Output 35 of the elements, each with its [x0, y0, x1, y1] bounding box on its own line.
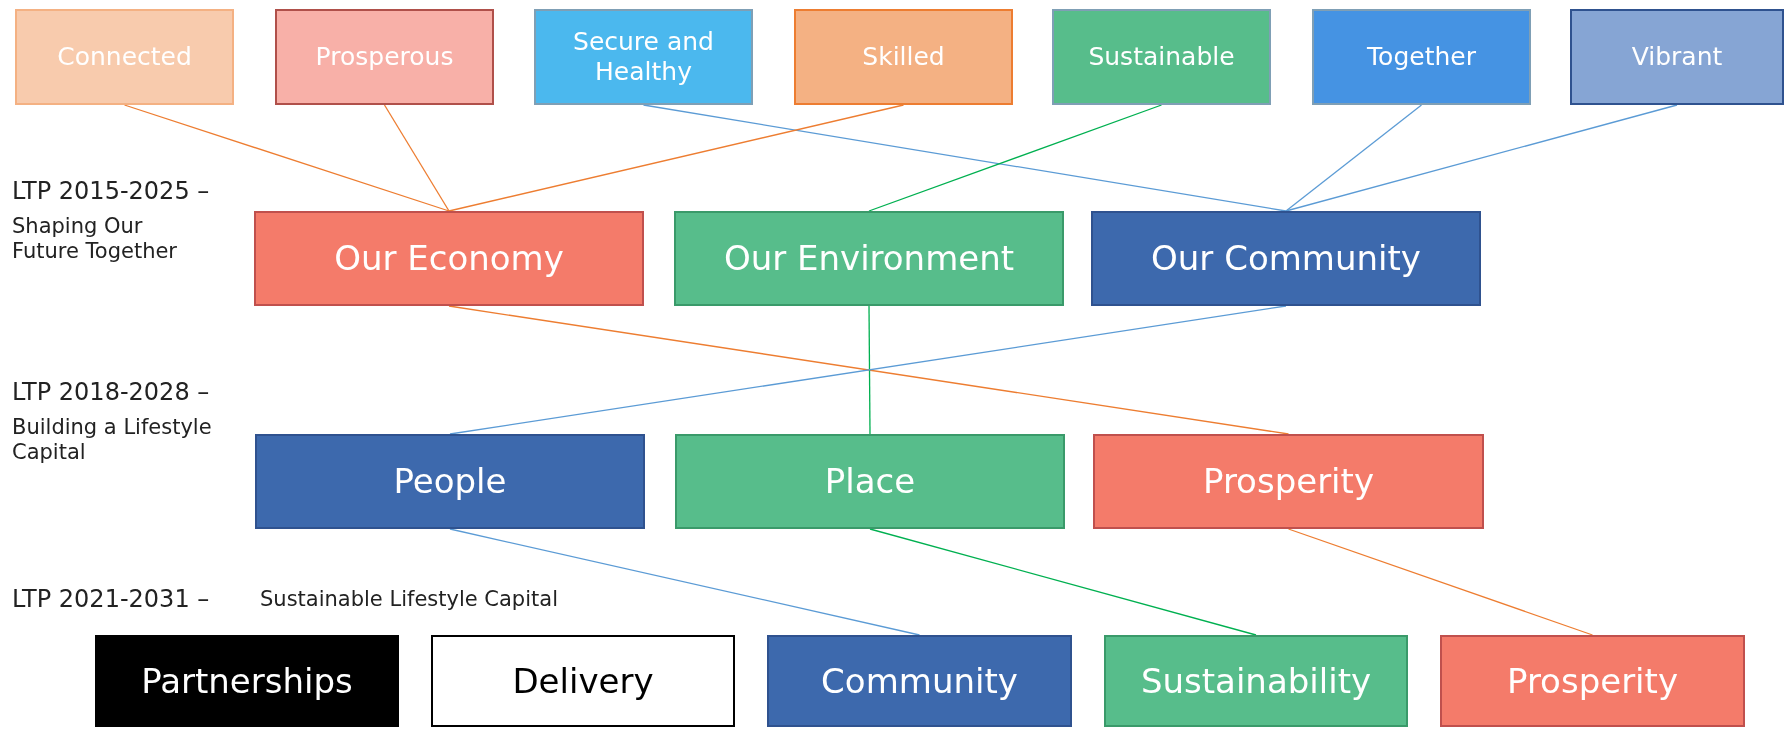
category-box: Partnerships	[95, 635, 399, 727]
category-box: Our Economy	[254, 211, 644, 306]
category-box: Sustainable	[1052, 9, 1271, 105]
category-box: Our Community	[1091, 211, 1481, 306]
connector-line	[449, 528, 921, 636]
category-box: Prosperity	[1440, 635, 1745, 727]
category-box: Secure and Healthy	[534, 9, 753, 105]
connector-line	[448, 104, 905, 212]
level-label: Shaping Our Future Together	[12, 214, 178, 265]
connector-line	[1285, 104, 1678, 212]
level-label: Sustainable Lifestyle Capital	[260, 587, 558, 613]
category-box: Vibrant	[1570, 9, 1784, 105]
connector-line	[123, 104, 450, 212]
connector-line	[869, 528, 1257, 636]
level-label: Building a Lifestyle Capital	[12, 415, 212, 466]
category-box: Prosperous	[275, 9, 494, 105]
category-box: Skilled	[794, 9, 1013, 105]
category-box: Prosperity	[1093, 434, 1484, 529]
level-label: LTP 2015-2025 –	[12, 177, 210, 206]
category-box: Our Environment	[674, 211, 1064, 306]
level-label: LTP 2018-2028 –	[12, 378, 210, 407]
connector-line	[1287, 528, 1594, 636]
connector-line	[868, 305, 871, 435]
category-box: Community	[767, 635, 1072, 727]
connector-line	[1285, 104, 1423, 212]
connector-line	[868, 104, 1163, 212]
category-box: Together	[1312, 9, 1531, 105]
category-box: Delivery	[431, 635, 735, 727]
connector-line	[642, 104, 1287, 212]
level-label: LTP 2021-2031 –	[12, 585, 210, 614]
connector-line	[383, 104, 450, 212]
category-box: Sustainability	[1104, 635, 1408, 727]
category-box: People	[255, 434, 645, 529]
category-box: Connected	[15, 9, 234, 105]
category-box: Place	[675, 434, 1065, 529]
